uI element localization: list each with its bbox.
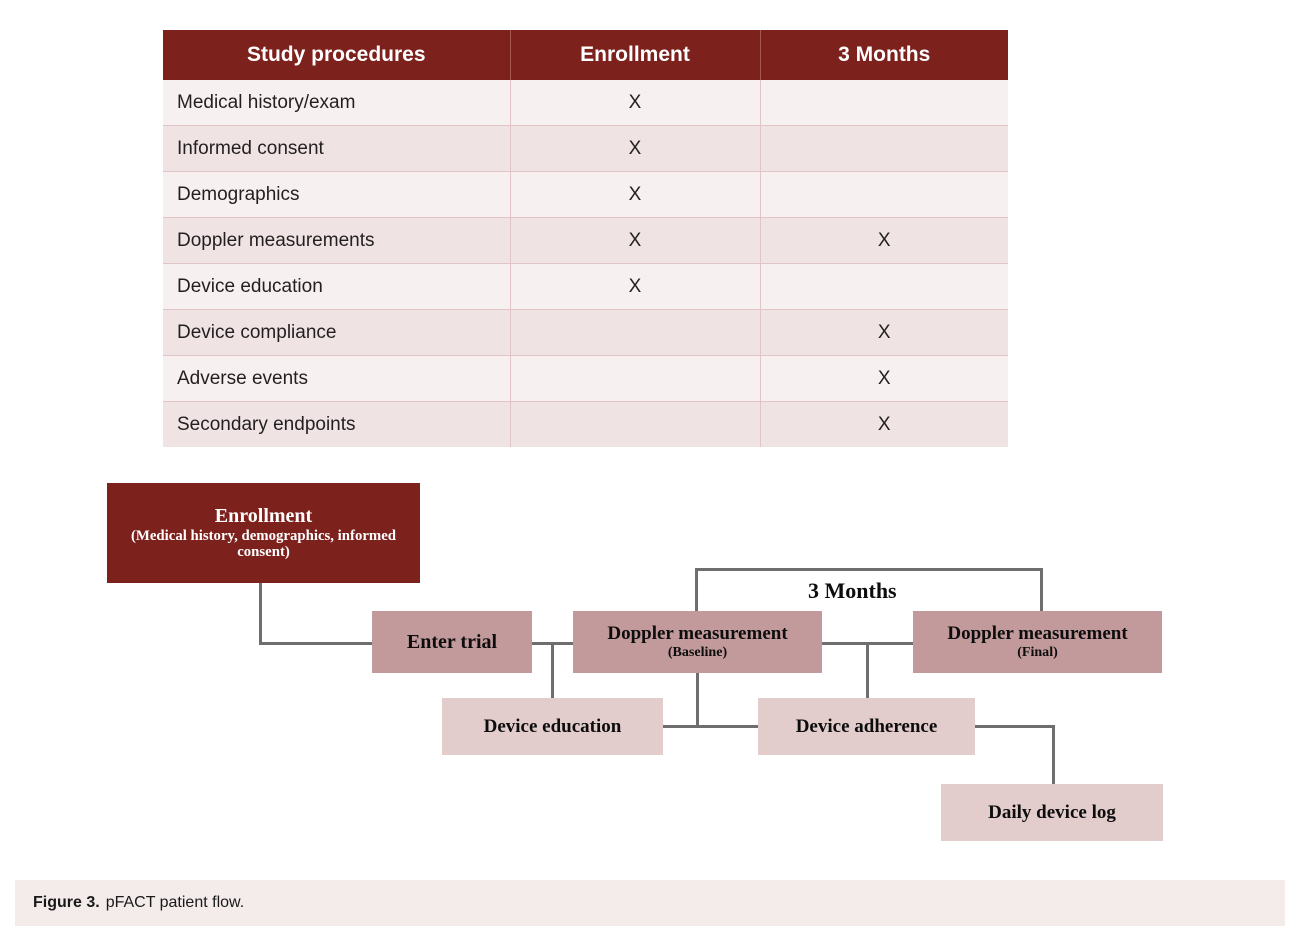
node-doppler-baseline-subtitle: (Baseline) — [667, 643, 728, 660]
node-enrollment-title: Enrollment — [214, 505, 313, 528]
cell-three-months: X — [760, 217, 1008, 264]
table-row: Device compliance X — [163, 309, 1008, 356]
edge-doppler-baseline-to-final — [820, 642, 915, 645]
edge-device-education-to-adherence — [663, 725, 760, 728]
table-row: Demographics X — [163, 171, 1008, 218]
column-header-three-months: 3 Months — [760, 30, 1008, 80]
cell-enrollment: X — [510, 217, 761, 264]
edge-bracket-left-leg — [695, 568, 698, 613]
node-device-adherence-title: Device adherence — [795, 715, 938, 737]
cell-procedure: Device compliance — [163, 309, 511, 356]
cell-procedure: Doppler measurements — [163, 217, 511, 264]
cell-enrollment: X — [510, 171, 761, 218]
cell-procedure: Adverse events — [163, 355, 511, 402]
node-enter-trial[interactable]: Enter trial — [372, 611, 532, 673]
edge-doppler-baseline-down — [696, 673, 699, 727]
cell-three-months: X — [760, 401, 1008, 447]
node-device-education[interactable]: Device education — [442, 698, 663, 755]
cell-three-months — [760, 263, 1008, 310]
node-device-education-title: Device education — [483, 715, 622, 737]
node-daily-device-log-title: Daily device log — [988, 801, 1116, 823]
label-three-months: 3 Months — [808, 578, 897, 603]
cell-enrollment — [510, 401, 761, 447]
edge-bracket-right-leg — [1040, 568, 1043, 613]
node-doppler-final-subtitle: (Final) — [1017, 643, 1058, 660]
node-enrollment-subtitle: (Medical history, demographics, informed… — [130, 527, 397, 561]
cell-three-months — [760, 125, 1008, 172]
edge-enrollment-down — [259, 583, 262, 645]
node-doppler-baseline-title: Doppler measurement — [607, 623, 788, 645]
edge-junction-to-device-education — [551, 642, 554, 700]
edge-enrollment-to-enter — [259, 642, 374, 645]
cell-enrollment — [510, 355, 761, 402]
cell-procedure: Device education — [163, 263, 511, 310]
column-header-enrollment: Enrollment — [510, 30, 761, 80]
edge-bracket-top-span — [695, 568, 1043, 571]
table-header-row: Study procedures Enrollment 3 Months — [163, 30, 1008, 80]
table-row: Doppler measurements X X — [163, 217, 1008, 264]
cell-three-months: X — [760, 355, 1008, 402]
cell-procedure: Informed consent — [163, 125, 511, 172]
cell-three-months: X — [760, 309, 1008, 356]
node-doppler-baseline[interactable]: Doppler measurement (Baseline) — [573, 611, 822, 673]
figure-caption: Figure 3. pFACT patient flow. — [15, 880, 1285, 926]
node-doppler-final[interactable]: Doppler measurement (Final) — [913, 611, 1162, 673]
figure-caption-text: pFACT patient flow. — [105, 894, 245, 911]
cell-procedure: Medical history/exam — [163, 80, 511, 126]
table-row: Device education X — [163, 263, 1008, 310]
cell-three-months — [760, 80, 1008, 126]
node-doppler-final-title: Doppler measurement — [947, 623, 1128, 645]
edge-doppler-final-down — [866, 642, 869, 700]
cell-enrollment — [510, 309, 761, 356]
cell-enrollment: X — [510, 263, 761, 310]
node-device-adherence[interactable]: Device adherence — [758, 698, 975, 755]
node-daily-device-log[interactable]: Daily device log — [941, 784, 1163, 841]
cell-procedure: Demographics — [163, 171, 511, 218]
column-header-study-procedures: Study procedures — [163, 30, 511, 80]
table-row: Informed consent X — [163, 125, 1008, 172]
edge-enter-to-doppler-baseline — [530, 642, 575, 645]
figure-caption-label: Figure 3. — [33, 894, 100, 911]
study-procedures-table: Study procedures Enrollment 3 Months Med… — [163, 30, 1008, 447]
node-enrollment[interactable]: Enrollment (Medical history, demographic… — [107, 483, 420, 583]
cell-enrollment: X — [510, 80, 761, 126]
cell-procedure: Secondary endpoints — [163, 401, 511, 447]
cell-enrollment: X — [510, 125, 761, 172]
edge-adherence-to-log-v — [1052, 725, 1055, 785]
node-enter-trial-title: Enter trial — [406, 630, 498, 653]
edge-adherence-to-log-h — [975, 725, 1055, 728]
table-row: Adverse events X — [163, 355, 1008, 402]
table-row: Secondary endpoints X — [163, 401, 1008, 447]
cell-three-months — [760, 171, 1008, 218]
table-row: Medical history/exam X — [163, 80, 1008, 126]
